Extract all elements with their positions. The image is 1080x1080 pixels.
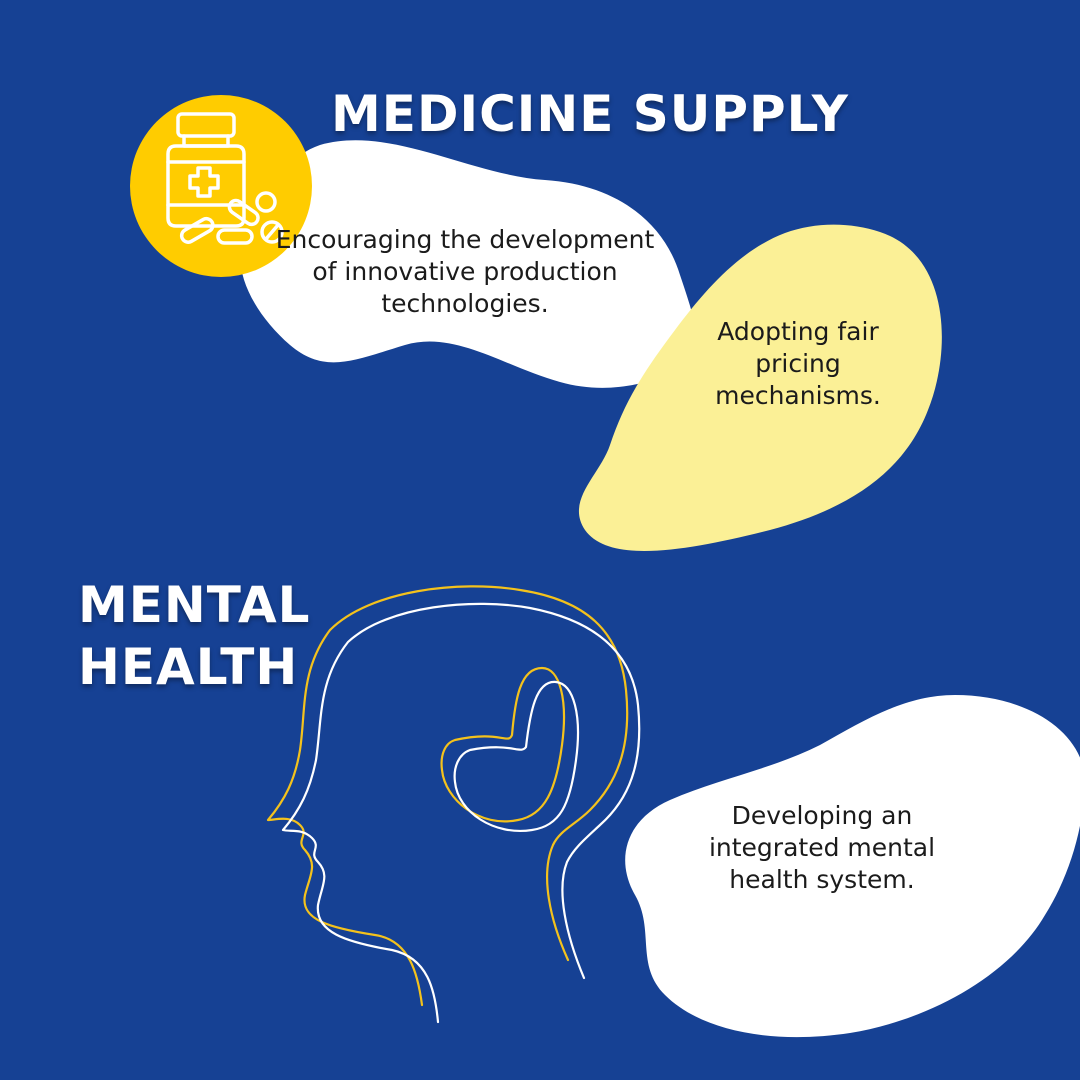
integrated-system-text: Developing an integrated mental health s… xyxy=(708,801,936,894)
head-outline-white xyxy=(281,602,641,1024)
innovative-production-text: Encouraging the development of innovativ… xyxy=(275,225,655,318)
white-blob-medicine xyxy=(239,140,696,388)
mental-health-title-line-2: HEALTH xyxy=(78,638,299,696)
heart-outline-white xyxy=(453,680,580,833)
white-blob-mental xyxy=(625,695,1080,1038)
head-outline-yellow xyxy=(266,585,629,1007)
fair-pricing-text: Adopting fair pricing mechanisms. xyxy=(715,317,881,410)
mental-health-title-line-1: MENTAL xyxy=(78,576,311,634)
medicine-supply-title: MEDICINE SUPPLY xyxy=(331,85,849,143)
heart-outline-yellow xyxy=(440,666,566,823)
yellow-blob-pricing xyxy=(578,224,942,551)
mental-health-title: MENTAL HEALTH xyxy=(78,574,358,698)
